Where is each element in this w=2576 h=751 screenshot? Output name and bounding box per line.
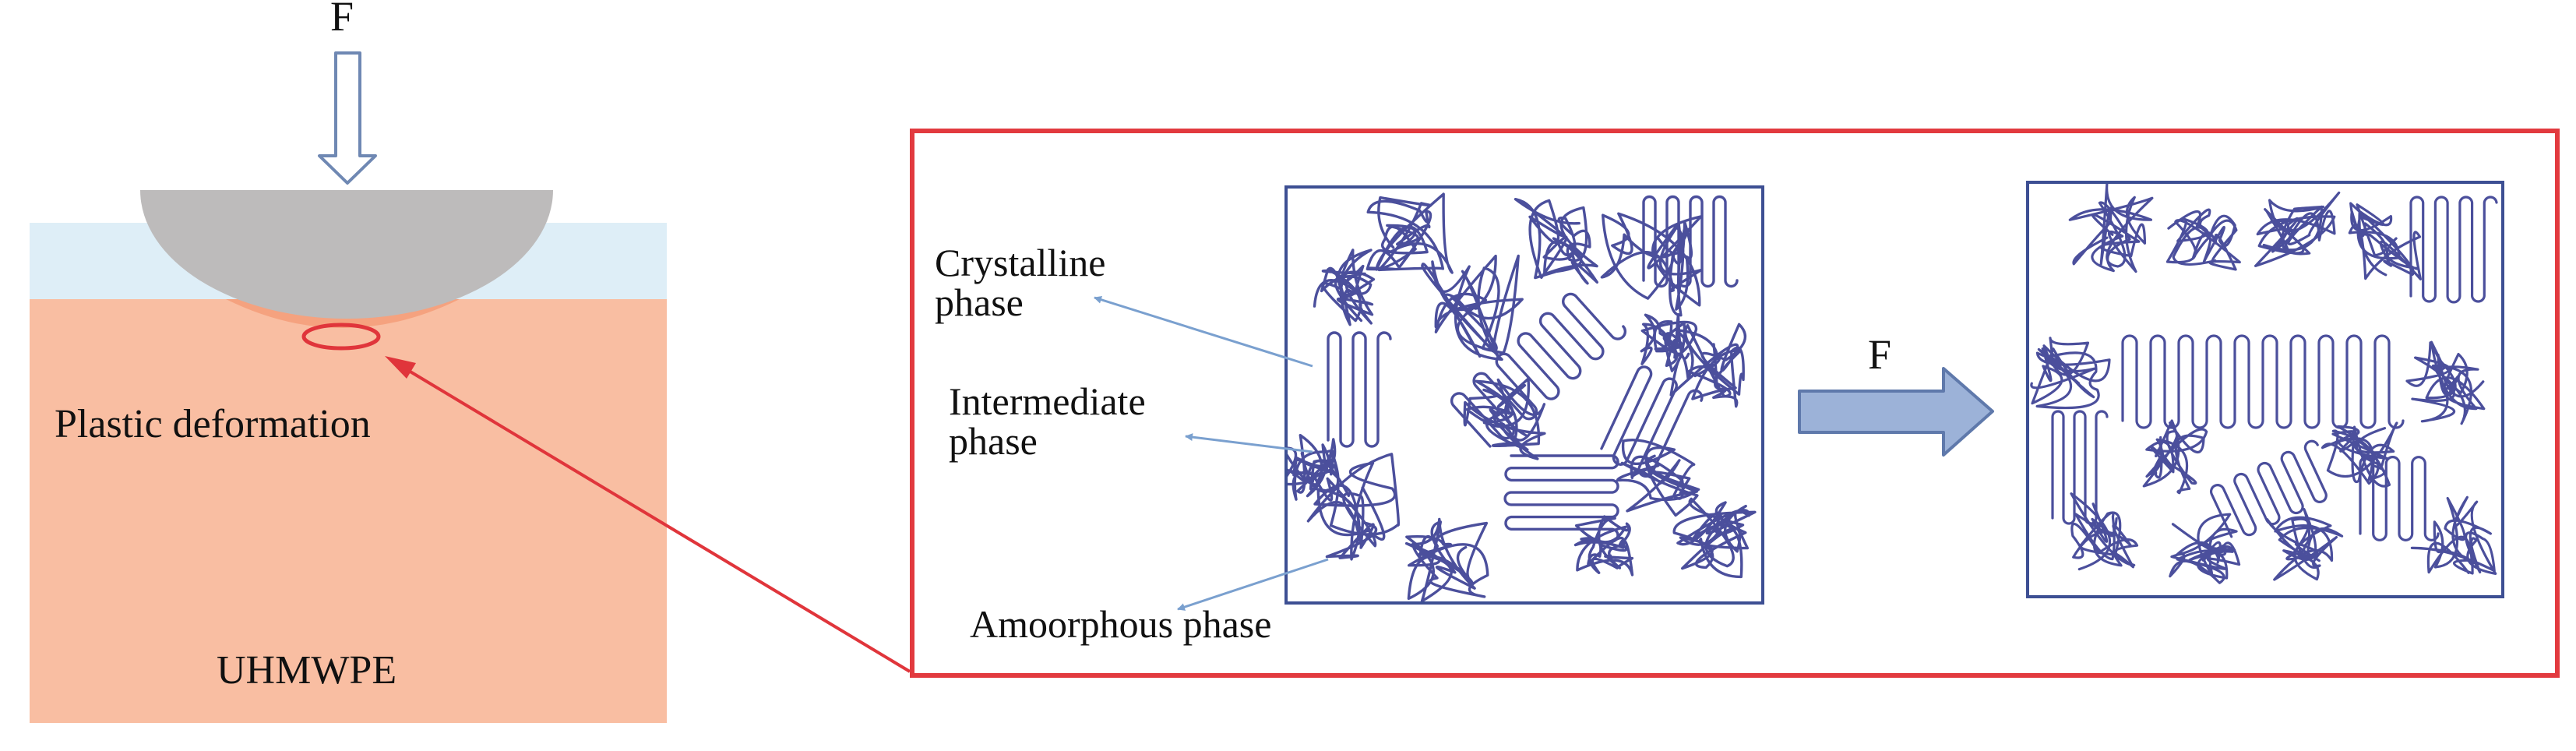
amorphous-coil <box>2165 208 2241 271</box>
amorphous-coil <box>1421 254 1524 361</box>
crystalline-label: Crystalline phase <box>935 241 1106 324</box>
crystalline-pointer <box>1094 295 1313 368</box>
amorphous-coil <box>1288 434 1351 501</box>
material-label: UHMWPE <box>217 648 397 693</box>
amorphous-coil <box>2321 421 2398 488</box>
force-label-right: F <box>1868 331 1892 378</box>
phase-pointers <box>1094 295 1329 611</box>
crystalline-lamella <box>1450 292 1627 448</box>
zoom-frame <box>910 129 2560 678</box>
crystalline-lamella <box>1600 365 1704 478</box>
amorphous-coil <box>2142 419 2208 495</box>
polymer-block <box>30 298 667 723</box>
crystalline-lamella <box>1327 331 1392 448</box>
amorphous-coil <box>1514 198 1598 285</box>
amorphous-coil <box>1672 497 1757 579</box>
force-arrow <box>318 51 377 185</box>
amorphous-coil <box>1306 453 1400 561</box>
amorphous-coil <box>2068 184 2154 273</box>
amorphous-coil <box>1313 249 1376 326</box>
amorphous-coil <box>1366 192 1454 274</box>
amorphous-coil <box>2405 340 2486 425</box>
crystalline-lamella <box>2051 410 2109 525</box>
crystalline-lamella <box>2121 334 2405 429</box>
amorphous-coil <box>2169 513 2241 584</box>
amorphous-coil <box>2030 337 2111 410</box>
indentation-schematic <box>30 51 667 723</box>
intermediate-pointer <box>1185 433 1313 453</box>
amorphous-coil <box>2070 492 2139 571</box>
crystalline-lamella <box>2210 439 2328 538</box>
amorphous-pointer <box>1177 558 1329 611</box>
intermediate-label: Intermediate phase <box>949 379 1146 463</box>
amorphous-coil <box>1600 212 1703 317</box>
zoom-source-ellipse <box>301 323 381 351</box>
amorphous-coil <box>1640 312 1698 372</box>
indenter <box>140 190 553 319</box>
crystalline-lamella <box>2409 196 2498 304</box>
transform-arrow <box>1798 367 1994 457</box>
polymer-chains-before <box>1288 192 1757 601</box>
polymer-chains-after <box>2030 184 2498 584</box>
amorphous-coil <box>1616 439 1700 517</box>
zoom-arrowhead <box>385 356 416 379</box>
crystalline-lamella <box>1503 454 1619 543</box>
amorphous-coil <box>2348 202 2422 280</box>
crystalline-lamella <box>1642 195 1739 288</box>
amorphous-coil <box>2254 191 2341 267</box>
amorphous-coil <box>1573 515 1634 576</box>
amorphous-coil <box>2410 495 2497 575</box>
crystalline-lamella <box>2359 456 2440 541</box>
amorphous-coil <box>1404 517 1489 601</box>
force-label-left: F <box>330 0 354 40</box>
deformation-label: Plastic deformation <box>55 402 371 446</box>
amorphous-label: Amoorphous phase <box>970 602 1272 646</box>
zoom-connector <box>385 356 911 673</box>
amorphous-coil <box>2266 508 2344 581</box>
amorphous-coil <box>1463 377 1546 460</box>
